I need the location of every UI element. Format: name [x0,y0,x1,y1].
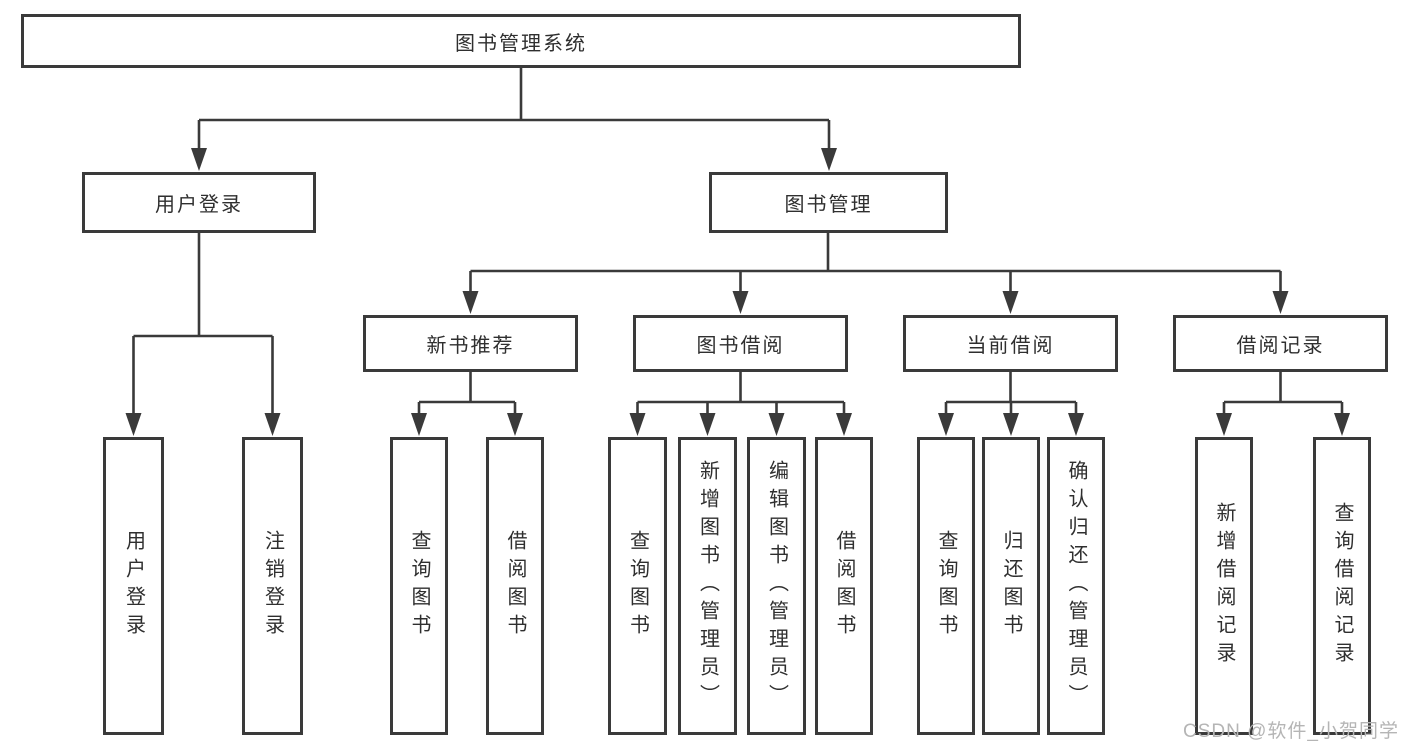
leaf-borrow-books-recommend: 借阅图书 [486,437,544,735]
leaf-logout-label: 注销登录 [261,530,284,642]
leaf-borrow-books-recommend-label: 借阅图书 [504,530,526,642]
connector-borrow-record [1222,372,1344,417]
leaf-user-login: 用户登录 [103,437,164,735]
node-book-borrow-label: 图书借阅 [696,335,785,357]
connector-new-book [417,372,517,417]
leaf-query-borrow-record: 查询借阅记录 [1313,437,1371,735]
leaf-add-book-admin: 新增图书（管理员） [678,437,737,735]
node-borrow-records-label: 借阅记录 [1236,335,1325,357]
node-book-management-label: 图书管理 [784,194,873,216]
leaf-add-borrow-record: 新增借阅记录 [1195,437,1253,735]
leaf-edit-book-admin: 编辑图书（管理员） [747,437,806,735]
leaf-query-books-current-label: 查询图书 [935,530,957,642]
arrowheads [125,148,1350,436]
leaf-query-books-recommend-label: 查询图书 [408,530,430,642]
node-user-login-label: 用户登录 [155,194,243,216]
leaf-return-book-label: 归还图书 [1000,530,1022,642]
connector-book-borrow [636,372,846,417]
leaf-confirm-return-admin-label: 确认归还（管理员） [1065,460,1087,712]
leaf-query-books-borrow: 查询图书 [608,437,667,735]
node-current-borrow: 当前借阅 [903,315,1118,372]
leaf-add-book-admin-label: 新增图书（管理员） [696,460,719,712]
watermark: CSDN @软件_小贺同学 [1183,721,1399,742]
connector-user-login [132,233,274,416]
node-current-borrow-label: 当前借阅 [966,335,1055,357]
node-borrow-records: 借阅记录 [1173,315,1388,372]
leaf-edit-book-admin-label: 编辑图书（管理员） [765,460,788,712]
node-library-system: 图书管理系统 [21,14,1021,68]
leaf-borrow-books-label: 借阅图书 [833,530,855,642]
node-user-login: 用户登录 [82,172,316,233]
node-book-borrow: 图书借阅 [633,315,848,372]
node-book-management: 图书管理 [709,172,948,233]
connector-root [197,68,831,151]
node-library-system-label: 图书管理系统 [455,32,587,55]
node-new-book-recommend-label: 新书推荐 [426,335,515,357]
leaf-query-books-borrow-label: 查询图书 [626,530,649,642]
leaf-query-books-recommend: 查询图书 [390,437,448,735]
connector-current-borrow [944,372,1078,417]
leaf-logout: 注销登录 [242,437,303,735]
leaf-confirm-return-admin: 确认归还（管理员） [1047,437,1105,735]
leaf-query-books-current: 查询图书 [917,437,975,735]
connector-book-management [469,233,1282,294]
node-new-book-recommend: 新书推荐 [363,315,578,372]
leaf-return-book: 归还图书 [982,437,1040,735]
leaf-borrow-books: 借阅图书 [815,437,873,735]
leaf-add-borrow-record-label: 新增借阅记录 [1213,502,1235,670]
leaf-user-login-label: 用户登录 [122,530,145,642]
leaf-query-borrow-record-label: 查询借阅记录 [1331,502,1353,670]
